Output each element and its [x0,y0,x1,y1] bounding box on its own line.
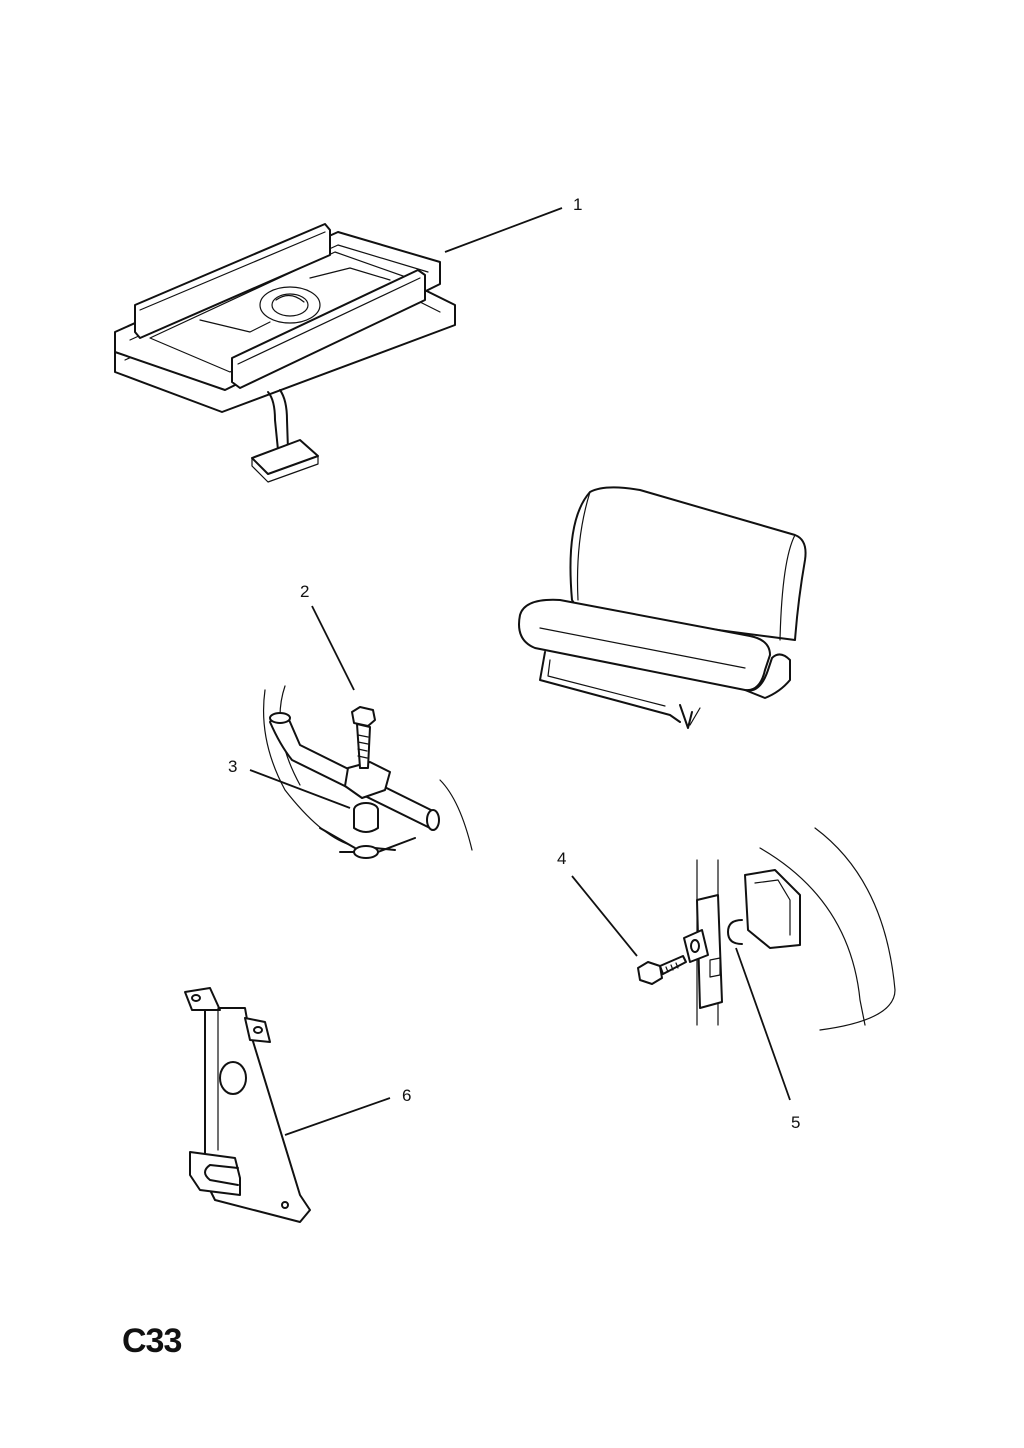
support-bracket [184,987,311,1223]
seat-rail-assembly [114,223,456,483]
callout-3: 3 [228,757,238,776]
leader-line-3 [249,769,351,809]
leader-line-6 [284,1097,391,1136]
callout-1: 1 [573,195,583,214]
leader-line-2 [311,605,355,691]
callout-4: 4 [557,849,567,868]
bench-seat [518,486,807,729]
callout-6: 6 [402,1086,412,1105]
leader-line-4 [571,875,638,957]
side-mount-bracket [637,827,896,1031]
mount-bolt-tube [262,685,473,859]
leader-line-5 [735,947,791,1101]
leader-line-1 [444,207,563,253]
callout-2: 2 [300,582,310,601]
page-code: C33 [122,1322,182,1360]
callout-5: 5 [791,1113,801,1132]
